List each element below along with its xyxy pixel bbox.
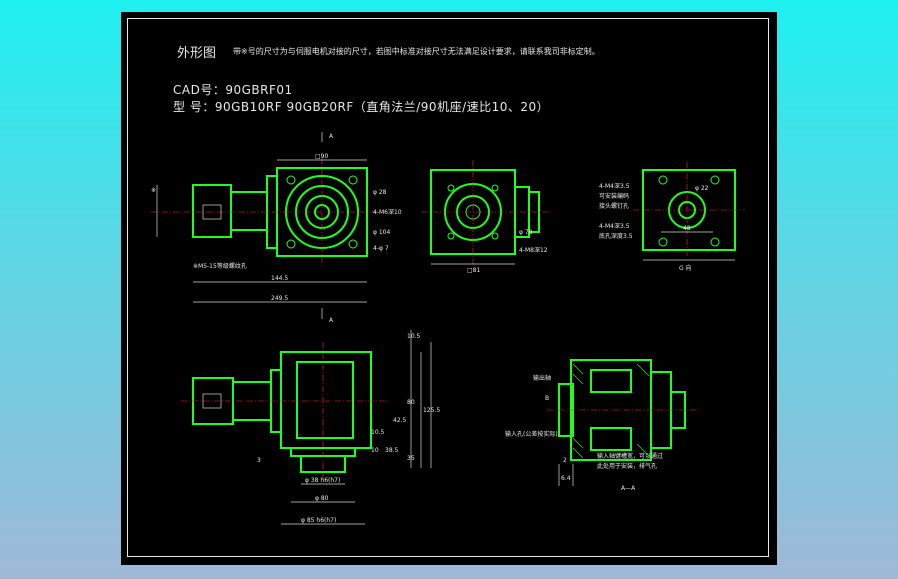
sec-gear-bottom (590, 427, 632, 451)
sec-gear-top (590, 369, 632, 393)
label-phi-104: φ 104 (373, 229, 391, 236)
technical-drawing: □90 144.5 249.5 φ 28 4-M6深10 φ 104 4-φ 7… (151, 132, 745, 525)
right-hole-3 (658, 237, 668, 247)
label-right-e: 底孔深度3.5 (599, 232, 633, 240)
label-front-bottom3: φ 85 h6(h7) (301, 517, 336, 524)
bolt-hole-1 (286, 175, 296, 185)
sec-hatch-4 (572, 447, 584, 459)
sec-hatch-6 (636, 443, 650, 457)
cad-number: CAD号：90GBRF01 (173, 83, 293, 97)
label-front-dim-8: 35 (407, 455, 415, 462)
label-front-dim-4: 42.5 (393, 417, 407, 424)
bolt-hole-4 (348, 239, 358, 249)
label-right-b: 可安装编码 (599, 192, 629, 200)
label-phi-78: φ 78 (519, 229, 533, 236)
label-right-c: 接头螺钉孔 (599, 202, 629, 210)
label-section-top: A (329, 133, 334, 140)
view-front (181, 330, 432, 525)
view-top-left (151, 132, 383, 319)
sec-hatch-2 (572, 373, 584, 385)
label-front-left: 3 (257, 457, 261, 464)
right-hole-4 (710, 237, 720, 247)
front-housing-inner (296, 361, 354, 439)
label-front-dim-2: 80 (407, 399, 415, 406)
sec-hatch-5 (636, 363, 650, 377)
label-front-dim-6: 10 (371, 447, 379, 454)
mid-hole-4 (491, 232, 499, 240)
bolt-hole-3 (286, 239, 296, 249)
mid-hole-3 (447, 232, 455, 240)
label-motor: ※M5-15等级螺纹孔 (193, 262, 247, 270)
front-motor-shaft (202, 393, 222, 409)
model-number: 型 号：90GB10RF 90GB20RF（直角法兰/90机座/速比10、20） (173, 100, 550, 114)
motor-shaft (202, 204, 222, 220)
label-dim-square: □90 (315, 153, 328, 160)
label-right-dim: 48 (683, 225, 691, 232)
drawing-title: 外形图 (177, 46, 217, 61)
drawing-frame (127, 18, 769, 557)
drawing-canvas: 外形图 带※号的尺寸为与伺服电机对接的尺寸，若图中标准对接尺寸无法满足设计要求，… (121, 12, 777, 565)
motor-flange (192, 184, 232, 238)
label-sec-note1: 输入轴键槽宽，可以通过 (597, 452, 663, 460)
mid-hole-1 (447, 184, 455, 192)
label-phi-top: φ 28 (373, 189, 387, 196)
label-front-dim-7: 38.5 (385, 447, 399, 454)
label-sec-dim2: 6.4 (561, 475, 571, 482)
label-4m: 4-M6深10 (373, 208, 402, 216)
drawing-note: 带※号的尺寸为与伺服电机对接的尺寸，若图中标准对接尺寸无法满足设计要求，请联系我… (233, 47, 600, 56)
label-right-bottom: G 向 (679, 264, 692, 272)
label-section-bottom: A (329, 317, 334, 324)
label-front-dim-5: 10.5 (371, 429, 385, 436)
label-front-dim-3: 125.5 (423, 407, 440, 414)
label-4m10: 4-M8深12 (519, 246, 548, 254)
label-dim-square2: □81 (467, 267, 480, 274)
label-sec-1: 输出轴 (533, 374, 551, 382)
view-top-right (633, 162, 745, 261)
label-side-mark: ※ (151, 187, 156, 194)
right-hole-2 (710, 175, 720, 185)
right-hole-1 (658, 175, 668, 185)
label-front-bottom2: φ 80 (315, 495, 329, 502)
label-sec-dim1: 2 (563, 457, 567, 464)
bolt-hole-2 (348, 175, 358, 185)
label-sec-3: 输入孔(公差按实际) (505, 430, 558, 438)
label-right-phi: φ 22 (695, 185, 709, 192)
label-right-a: 4-M4深3.5 (599, 182, 630, 190)
label-front-dim-1: 10.5 (407, 333, 421, 340)
label-sec-title: A—A (621, 485, 636, 492)
label-4phi: 4-φ 7 (373, 245, 389, 252)
label-front-bottom1: φ 38 h6(h7) (305, 477, 340, 484)
label-dim-144: 144.5 (271, 275, 288, 282)
label-dim-total: 249.5 (271, 295, 288, 302)
adapter (230, 191, 268, 231)
sec-hatch-1 (572, 363, 584, 375)
view-top-middle (421, 160, 551, 265)
label-sec-2: B (545, 395, 549, 402)
label-sec-note2: 此处用于安装，排气孔 (597, 462, 657, 470)
view-section (547, 359, 699, 486)
mid-hole-2 (491, 184, 499, 192)
sec-hatch-3 (572, 437, 584, 449)
front-housing (280, 351, 372, 449)
label-right-d: 4-M4深3.5 (599, 222, 630, 230)
